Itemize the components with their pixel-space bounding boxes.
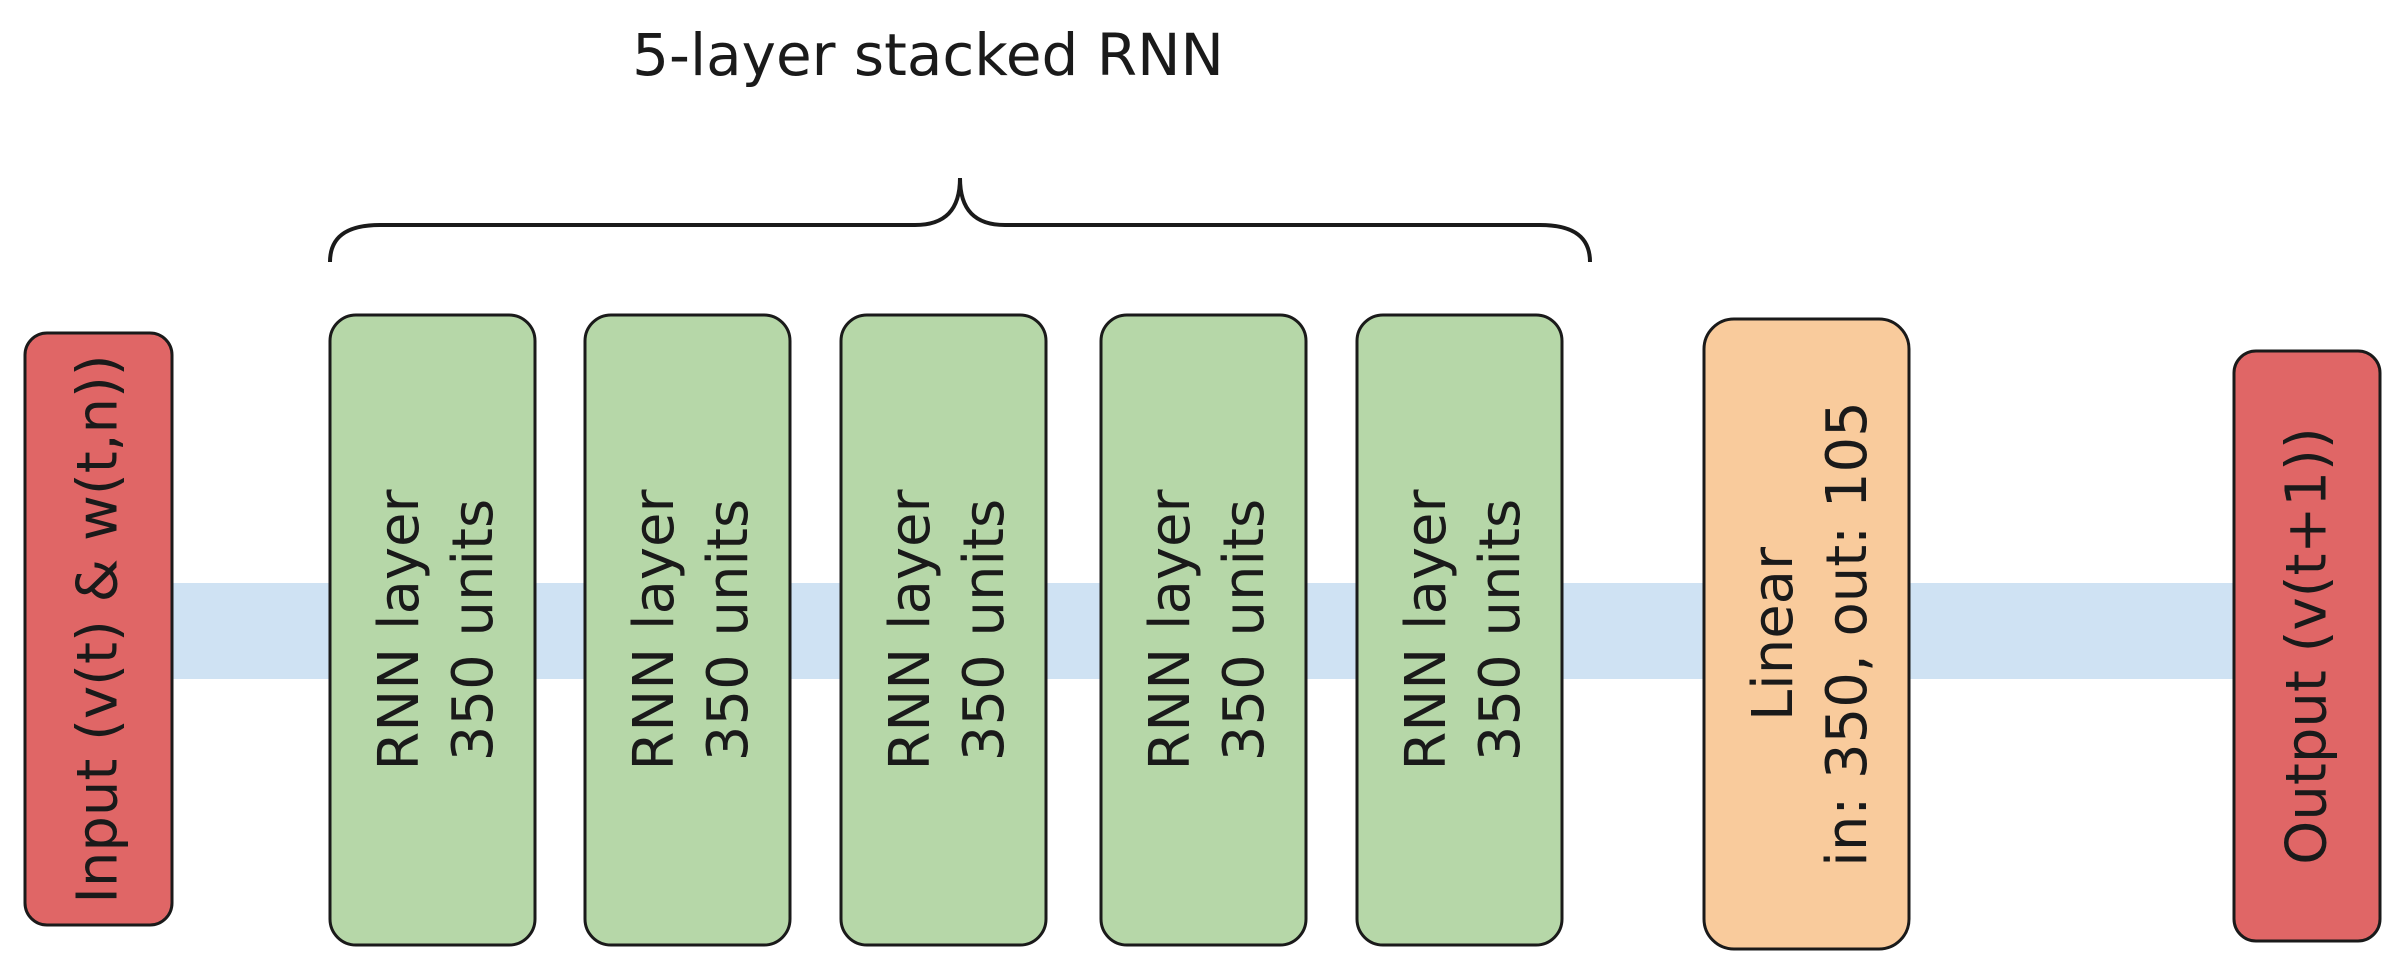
linear-layer-box bbox=[1702, 317, 1911, 951]
rnn-layer-units: 350 units bbox=[952, 499, 1017, 761]
rnn-layer-box bbox=[839, 313, 1048, 947]
rnn-layer-title: RNN layer bbox=[878, 489, 943, 771]
rnn-layer-box bbox=[1355, 313, 1564, 947]
rnn-layer-units: 350 units bbox=[1468, 499, 1533, 761]
rnn-layer-title: RNN layer bbox=[1138, 489, 1203, 771]
linear-layer: Linear in: 350, out: 105 bbox=[1702, 317, 1911, 951]
rnn-layer-2: RNN layer 350 units bbox=[583, 313, 792, 947]
output-label: Output (v(t+1)) bbox=[2275, 427, 2340, 864]
rnn-layer-5: RNN layer 350 units bbox=[1355, 313, 1564, 947]
rnn-layer-units: 350 units bbox=[1212, 499, 1277, 761]
stack-brace bbox=[328, 177, 1592, 263]
rnn-layer-box bbox=[328, 313, 537, 947]
diagram-title: 5-layer stacked RNN bbox=[632, 21, 1224, 89]
rnn-layer-units: 350 units bbox=[441, 499, 506, 761]
rnn-layer-4: RNN layer 350 units bbox=[1099, 313, 1308, 947]
input-label: Input (v(t) & w(t,n)) bbox=[66, 354, 131, 903]
linear-layer-dims: in: 350, out: 105 bbox=[1815, 401, 1880, 866]
rnn-layer-title: RNN layer bbox=[367, 489, 432, 771]
rnn-layer-3: RNN layer 350 units bbox=[839, 313, 1048, 947]
input-box bbox=[23, 331, 174, 927]
linear-layer-title: Linear bbox=[1741, 546, 1806, 721]
rnn-layer-title: RNN layer bbox=[1394, 489, 1459, 771]
rnn-layer-box bbox=[583, 313, 792, 947]
output-node: Output (v(t+1)) bbox=[2232, 349, 2382, 943]
rnn-layer-box bbox=[1099, 313, 1308, 947]
rnn-layer-title: RNN layer bbox=[622, 489, 687, 771]
input-node: Input (v(t) & w(t,n)) bbox=[23, 331, 174, 927]
rnn-layer-1: RNN layer 350 units bbox=[328, 313, 537, 947]
rnn-layer-units: 350 units bbox=[696, 499, 761, 761]
output-box bbox=[2232, 349, 2382, 943]
